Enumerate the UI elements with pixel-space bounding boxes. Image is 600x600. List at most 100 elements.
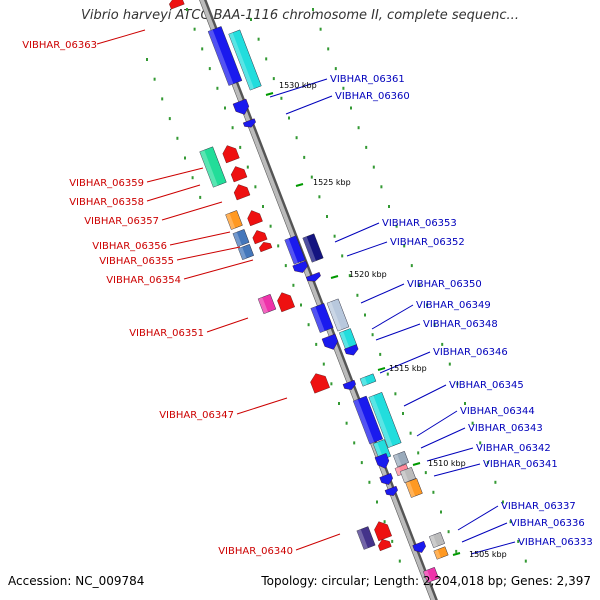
gene-label-forward: VIBHAR_06349 <box>416 300 491 311</box>
track-dot <box>357 126 360 130</box>
track-dot <box>307 323 310 327</box>
gene-label-forward: VIBHAR_06346 <box>433 347 508 358</box>
track-dot <box>250 18 252 21</box>
track-dot <box>191 176 194 180</box>
leader-line <box>334 222 380 243</box>
gene-label-forward: VIBHAR_06353 <box>382 218 457 229</box>
track-dot <box>426 303 428 307</box>
track-dot <box>350 106 352 110</box>
tick-label: 1530 kbp <box>279 81 317 90</box>
track-dot <box>341 254 344 258</box>
gene-arrow <box>232 98 250 115</box>
leader-line <box>379 351 431 374</box>
track-dot <box>224 106 226 110</box>
track-dot <box>364 313 366 317</box>
gene-arrow <box>310 373 330 394</box>
leader-line <box>285 95 333 115</box>
tick-label: 1510 kbp <box>428 459 466 468</box>
gene-label-reverse: VIBHAR_06347 <box>159 410 234 421</box>
leader-line <box>146 184 201 202</box>
gene-block <box>368 392 402 448</box>
track-dot <box>433 323 436 327</box>
track-dot <box>524 559 527 563</box>
track-dot <box>201 47 204 51</box>
gene-arrow <box>374 521 392 542</box>
gene-label-forward: VIBHAR_06337 <box>501 501 576 512</box>
track-dot <box>315 342 318 346</box>
gene-arrow <box>230 166 248 183</box>
gene-block <box>310 303 334 333</box>
gene-block <box>207 26 243 86</box>
gene-arrow <box>222 145 240 164</box>
track-dot <box>208 67 211 71</box>
track-dot <box>280 96 283 100</box>
track-dot <box>479 441 482 445</box>
track-dot <box>502 500 504 504</box>
track-dot <box>424 471 427 475</box>
track-dot <box>494 480 497 484</box>
leader-line <box>461 522 508 543</box>
track-dot <box>345 421 348 425</box>
gene-block <box>356 526 376 550</box>
track-dot <box>402 412 404 415</box>
track-dot <box>318 195 321 199</box>
track-dot <box>269 224 272 228</box>
track-dot <box>265 57 268 61</box>
features <box>169 0 449 584</box>
gene-label-reverse: VIBHAR_06358 <box>69 197 144 208</box>
gene-label-forward: VIBHAR_06345 <box>449 380 524 391</box>
leader-line <box>403 384 447 407</box>
tick-mark <box>265 92 274 96</box>
leader-line <box>206 317 249 333</box>
track-dot <box>432 490 435 494</box>
track-dot <box>334 67 337 71</box>
track-dot <box>471 421 474 425</box>
gene-arrow <box>247 210 263 227</box>
tick-label: 1505 kbp <box>469 550 507 559</box>
gene-arrow <box>378 539 392 552</box>
gene-block <box>225 210 243 230</box>
track-dot <box>356 293 359 297</box>
gene-label-reverse: VIBHAR_06363 <box>22 40 97 51</box>
leader-line <box>426 447 474 462</box>
dotted-guides <box>146 8 527 563</box>
track-dot <box>153 77 156 81</box>
track-dot <box>441 342 444 346</box>
track-dot <box>342 86 345 90</box>
track-dot <box>372 165 375 169</box>
track-dot <box>199 195 202 199</box>
leader-line <box>371 304 414 330</box>
track-dot <box>368 480 371 484</box>
track-dot <box>193 27 196 31</box>
gene-block <box>228 29 262 91</box>
track-dot <box>284 264 287 268</box>
tick-mark <box>295 183 304 187</box>
gene-label-forward: VIBHAR_06342 <box>476 443 551 454</box>
gene-arrow <box>321 333 339 350</box>
track-dot <box>176 136 179 140</box>
track-dot <box>216 86 219 90</box>
track-dot <box>398 559 401 563</box>
gene-block <box>302 233 324 263</box>
track-dot <box>456 382 459 386</box>
gene-label-reverse: VIBHAR_06340 <box>218 546 293 557</box>
gene-label-forward: VIBHAR_06341 <box>483 459 558 470</box>
track-dot <box>395 224 398 228</box>
gene-arrow <box>252 230 268 245</box>
track-dot <box>360 461 363 465</box>
gene-label-forward: VIBHAR_06350 <box>407 279 482 290</box>
gene-block <box>338 328 358 350</box>
gene-labels: VIBHAR_06363VIBHAR_06359VIBHAR_06358VIBH… <box>22 40 593 557</box>
leader-line <box>375 323 421 341</box>
track-dot <box>464 402 466 405</box>
track-dot <box>231 126 234 130</box>
gene-block <box>326 298 350 332</box>
track-dot <box>310 175 313 179</box>
topology-summary: Topology: circular; Length: 2,204,018 bp… <box>261 574 591 588</box>
track-dot <box>440 510 442 514</box>
track-dot <box>386 372 389 376</box>
gene-arrow <box>342 379 356 390</box>
gene-label-reverse: VIBHAR_06354 <box>106 275 181 286</box>
